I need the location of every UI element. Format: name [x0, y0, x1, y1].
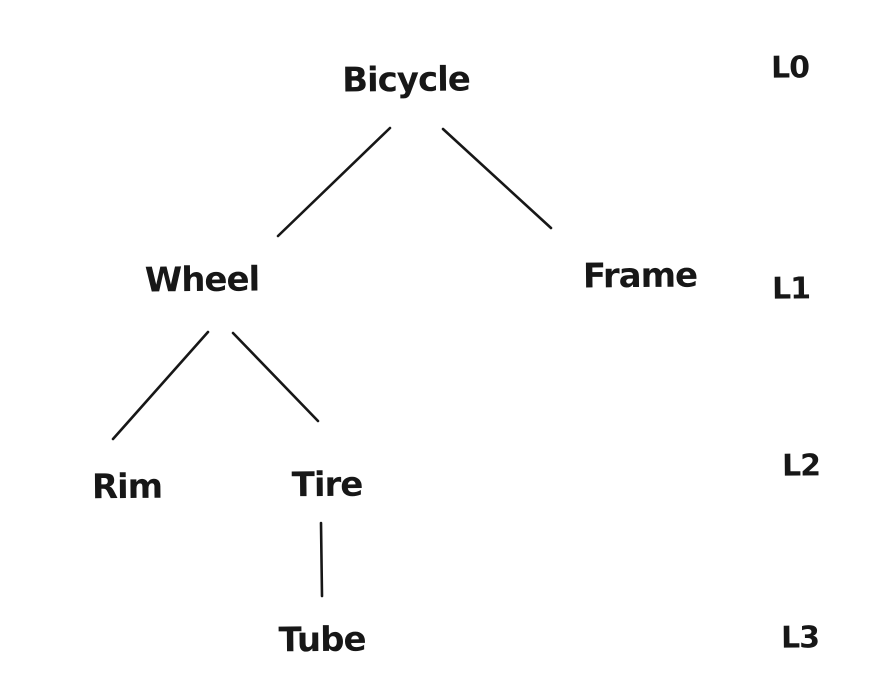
- edge-tire-tube: [319, 521, 324, 598]
- level-label-l1: L1: [771, 271, 811, 307]
- level-label-l0: L0: [770, 50, 810, 86]
- level-label-l3: L3: [780, 620, 820, 656]
- edge-wheel-rim: [111, 330, 210, 441]
- edge-bicycle-wheel: [276, 126, 392, 238]
- node-bicycle: Bicycle: [341, 59, 471, 101]
- edge-bicycle-frame: [441, 127, 553, 230]
- node-tube: Tube: [278, 619, 366, 661]
- node-wheel: Wheel: [144, 259, 260, 301]
- node-tire: Tire: [291, 464, 363, 506]
- node-rim: Rim: [91, 466, 163, 508]
- edge-wheel-tire: [231, 331, 320, 423]
- node-frame: Frame: [582, 255, 698, 297]
- level-label-l2: L2: [781, 448, 821, 484]
